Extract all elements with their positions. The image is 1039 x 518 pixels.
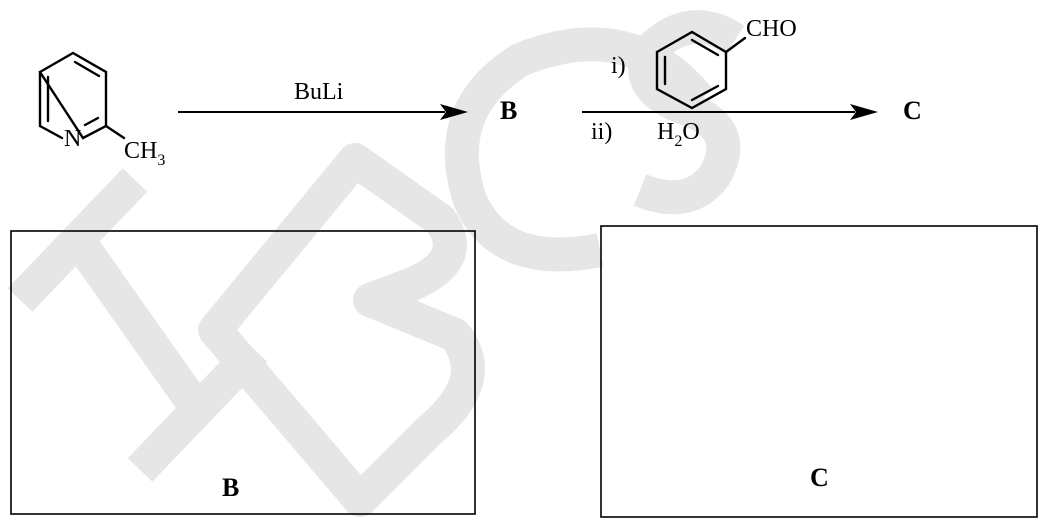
svg-text:H2O: H2O bbox=[657, 119, 700, 150]
benzene-ring bbox=[655, 30, 728, 110]
ring-double-bond-2 bbox=[73, 60, 101, 78]
answer-box-b-label: B bbox=[222, 473, 239, 502]
product-c-label: C bbox=[903, 96, 922, 125]
answer-box-c-label: C bbox=[810, 463, 829, 492]
step2-i-label: i) bbox=[611, 53, 626, 79]
step2-ii-label: ii) bbox=[591, 119, 612, 145]
benzene-double-bond-2 bbox=[690, 38, 720, 57]
step2-arrow bbox=[582, 104, 878, 120]
svg-text:CH3: CH3 bbox=[124, 138, 165, 169]
reactant-2-methylpyridine: N CH3 bbox=[38, 51, 165, 169]
step1-arrow bbox=[178, 104, 468, 120]
ring-nitrogen-label: N bbox=[64, 126, 81, 152]
step2-arrowhead bbox=[850, 104, 878, 120]
methyl-subscript: 3 bbox=[157, 152, 165, 169]
aldehyde-label: CHO bbox=[746, 16, 797, 42]
water-h-label: H bbox=[657, 119, 674, 145]
aldehyde-bond bbox=[724, 36, 747, 54]
methyl-bond bbox=[104, 124, 126, 140]
answer-box-c[interactable] bbox=[600, 225, 1038, 518]
step1-reagent-label: BuLi bbox=[294, 79, 344, 105]
water-o-label: O bbox=[682, 119, 699, 145]
answer-box-b[interactable] bbox=[10, 230, 476, 515]
ring-double-bond-3 bbox=[83, 116, 100, 127]
benzene-double-bond-3 bbox=[690, 84, 720, 102]
methyl-label: CH bbox=[124, 138, 157, 164]
product-b-label: B bbox=[500, 96, 517, 125]
benzaldehyde-structure: CHO bbox=[655, 16, 797, 110]
step1-arrowhead bbox=[440, 104, 468, 120]
water-subscript: 2 bbox=[674, 133, 682, 150]
watermark-logo bbox=[7, 10, 745, 517]
